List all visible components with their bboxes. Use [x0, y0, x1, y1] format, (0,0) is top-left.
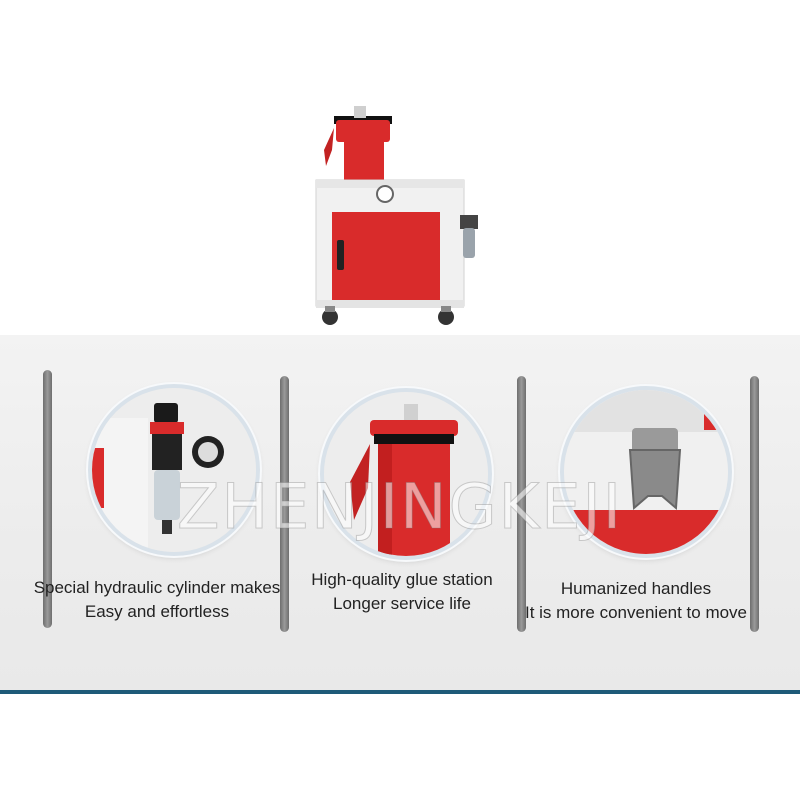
glue-machine-illustration	[315, 106, 478, 325]
caption-line-1: Humanized handles	[560, 579, 712, 598]
caption-line-2: Longer service life	[333, 594, 471, 613]
caption-line-2: Easy and effortless	[84, 602, 230, 621]
feature-image-handle	[560, 386, 732, 558]
product-photo	[0, 0, 800, 335]
divider-bar	[280, 376, 289, 632]
divider-bar	[43, 370, 52, 628]
feature-caption-3: Humanized handles It is more convenient …	[508, 577, 764, 625]
divider-bar	[750, 376, 759, 632]
caption-line-2: It is more convenient to move	[524, 603, 748, 622]
feature-image-cylinder	[320, 388, 492, 560]
caption-line-1: High-quality glue station	[311, 570, 493, 589]
divider-bar	[517, 376, 526, 632]
feature-caption-2: High-quality glue station Longer service…	[296, 568, 508, 616]
feature-caption-1: Special hydraulic cylinder makes Easy an…	[22, 576, 292, 624]
bottom-rule	[0, 690, 800, 694]
feature-image-regulator	[88, 384, 260, 556]
caption-line-1: Special hydraulic cylinder makes	[33, 578, 281, 597]
